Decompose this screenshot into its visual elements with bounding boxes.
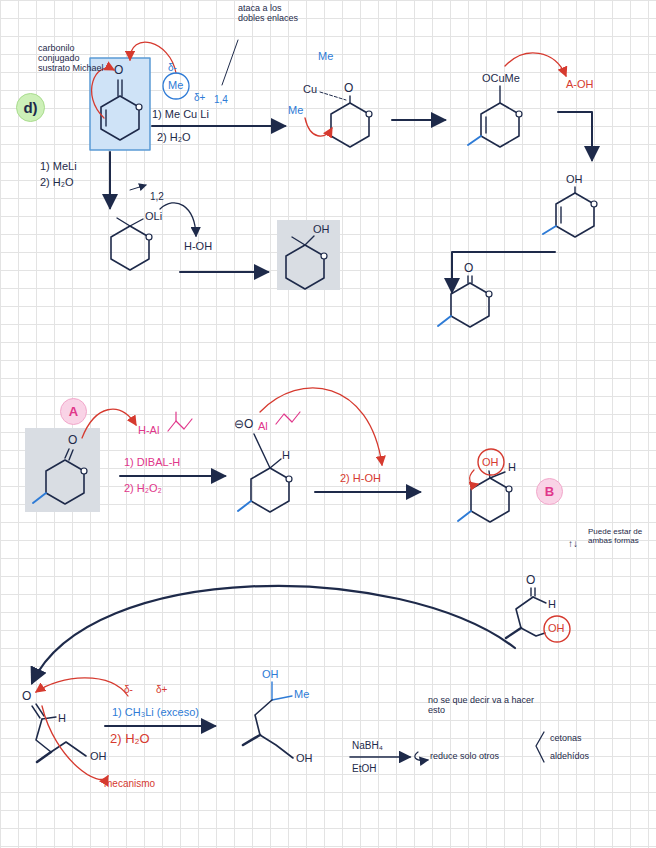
note-text: δ+ — [194, 92, 205, 103]
note-text: 1,2 — [150, 191, 164, 202]
note-text: 1) CH₃Li (exceso) — [112, 706, 199, 718]
note-text: 2) H₂O — [40, 176, 74, 188]
note-text: EtOH — [352, 763, 376, 774]
note-text: δ- — [124, 684, 133, 695]
note-text: OLi — [145, 210, 162, 222]
note-text: H-Al — [138, 424, 159, 436]
note-text: A-OH — [566, 78, 594, 90]
note-text: 2) H₂O₂ — [124, 482, 162, 494]
note-text: 1) MeLi — [40, 160, 77, 172]
note-text: Me — [294, 688, 309, 700]
note-text: OH — [90, 750, 107, 762]
note-text: 1) DIBAL-H — [124, 456, 180, 468]
label-circle: A — [60, 398, 87, 425]
note-text: NaBH₄ — [352, 740, 383, 751]
note-text: O — [114, 64, 123, 77]
note-text: δ+ — [156, 684, 167, 695]
note-text: H — [508, 461, 516, 473]
label-circle: d) — [16, 93, 45, 122]
note-text: Me — [168, 79, 183, 91]
note-text: ⊖O — [234, 418, 253, 431]
note-text: Cu — [303, 83, 317, 95]
note-text: O — [68, 434, 77, 447]
note-text: 2) H₂O — [110, 732, 150, 746]
note-text: H-OH — [184, 240, 212, 252]
note-text: ataca a los dobles enlaces — [238, 4, 304, 24]
note-text: δ- — [168, 62, 177, 73]
note-text: O — [526, 574, 535, 587]
note-text: 2) H₂O — [157, 131, 191, 143]
note-text: aldehídos — [550, 752, 589, 762]
note-text: O — [344, 82, 353, 95]
note-text: OH — [548, 622, 565, 634]
note-text: OH — [262, 668, 279, 680]
note-text: ↑↓ — [568, 538, 578, 549]
note-text: OH — [313, 223, 330, 235]
note-text: Al — [258, 420, 268, 432]
note-text: 2) H-OH — [340, 472, 381, 484]
node-label: A — [69, 405, 78, 418]
note-text: H — [548, 598, 556, 610]
note-text: carbonilo conjugado sustrato Michael — [38, 44, 106, 74]
node-label: d) — [23, 100, 37, 115]
note-text: O — [22, 690, 31, 703]
label-circle: B — [536, 478, 563, 505]
note-text: OH — [482, 456, 499, 468]
note-text: cetonas — [550, 734, 582, 744]
node-label: B — [545, 485, 554, 498]
note-text: OH — [296, 752, 313, 764]
note-text: no se que decir va a hacer esto — [428, 696, 546, 716]
note-text: Puede estar de ambas formas — [588, 528, 644, 546]
note-text: reduce solo otros — [430, 752, 499, 762]
note-text: OCuMe — [482, 72, 520, 84]
note-text: Me — [288, 104, 303, 116]
note-text: H — [58, 712, 66, 724]
note-text: Me — [318, 50, 333, 62]
note-text: 1,4 — [214, 94, 228, 105]
note-text: H — [282, 449, 290, 461]
note-text: 1) Me Cu Li — [152, 108, 209, 120]
note-text: OH — [566, 173, 583, 185]
note-text: mecanismo — [104, 778, 155, 789]
note-text: O — [464, 262, 473, 275]
